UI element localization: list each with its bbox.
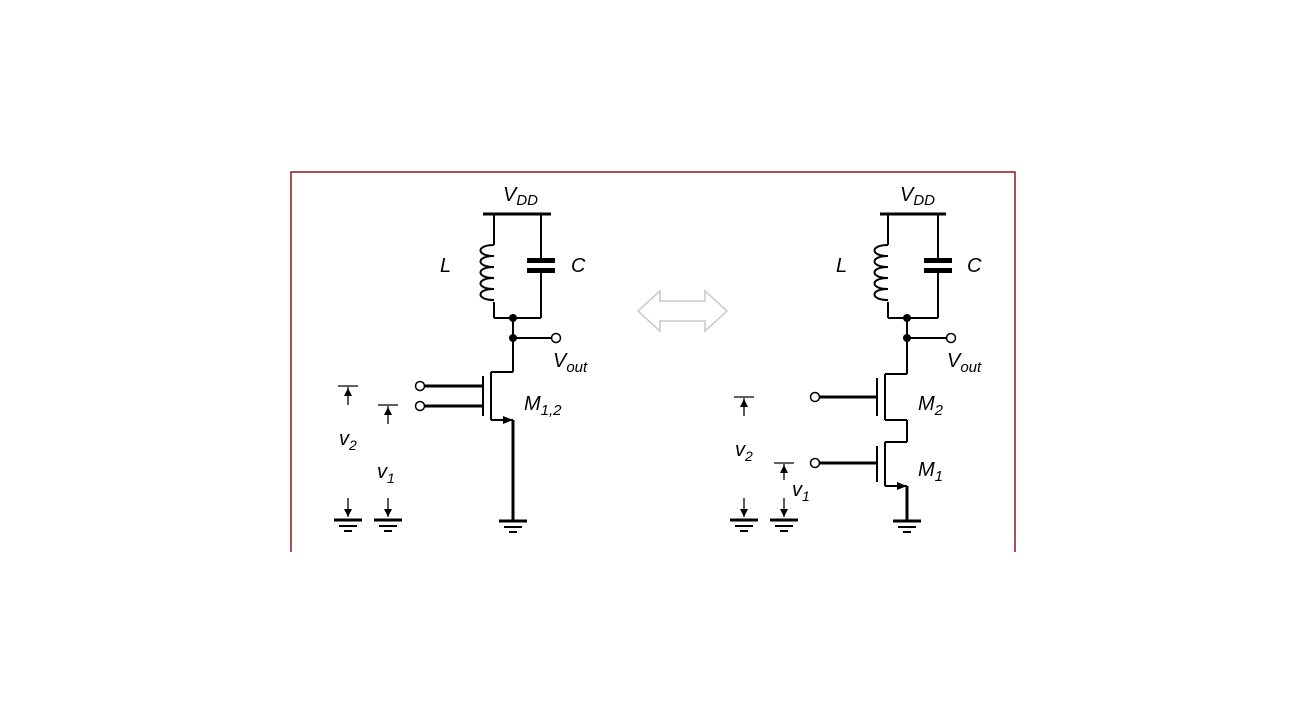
left-v2-indicator	[334, 385, 362, 532]
right-capacitor-label: C	[967, 255, 982, 277]
diagram-frame	[290, 171, 1016, 552]
left-vdd-label: VDD	[503, 184, 538, 209]
double-headed-arrow-icon	[636, 289, 729, 333]
right-capacitor-top-plate	[924, 258, 952, 263]
right-ground	[893, 519, 921, 533]
right-v1-label: v1	[792, 479, 810, 504]
left-vout-terminal	[550, 332, 562, 344]
left-v2-label: v2	[339, 428, 357, 453]
left-v1-label: v1	[377, 461, 395, 486]
left-circuit: VDD L C Vout M1,2 v2 v1	[334, 184, 588, 533]
right-capacitor-bottom-plate	[924, 268, 952, 273]
left-inductor-label: L	[440, 255, 451, 277]
left-v1-indicator	[374, 404, 402, 532]
left-vout-label: Vout	[553, 350, 588, 376]
right-circuit: VDD L C Vout M2 M1 v2 v1	[730, 184, 982, 533]
left-ground	[499, 519, 527, 533]
right-vout-terminal	[945, 332, 957, 344]
right-inductor-label: L	[836, 255, 847, 277]
right-vout-label: Vout	[947, 350, 982, 376]
right-vdd-label: VDD	[900, 184, 935, 209]
right-v1-indicator	[770, 462, 798, 532]
right-inductor	[873, 244, 889, 301]
right-v2-indicator	[730, 396, 758, 532]
left-capacitor-top-plate	[527, 258, 555, 263]
right-v2-label: v2	[735, 439, 753, 464]
left-transistor-label: M1,2	[524, 393, 562, 419]
right-m1-label: M1	[918, 459, 943, 485]
right-m2-label: M2	[918, 393, 944, 419]
left-inductor	[479, 244, 495, 301]
left-capacitor-bottom-plate	[527, 268, 555, 273]
left-capacitor-label: C	[571, 255, 586, 277]
